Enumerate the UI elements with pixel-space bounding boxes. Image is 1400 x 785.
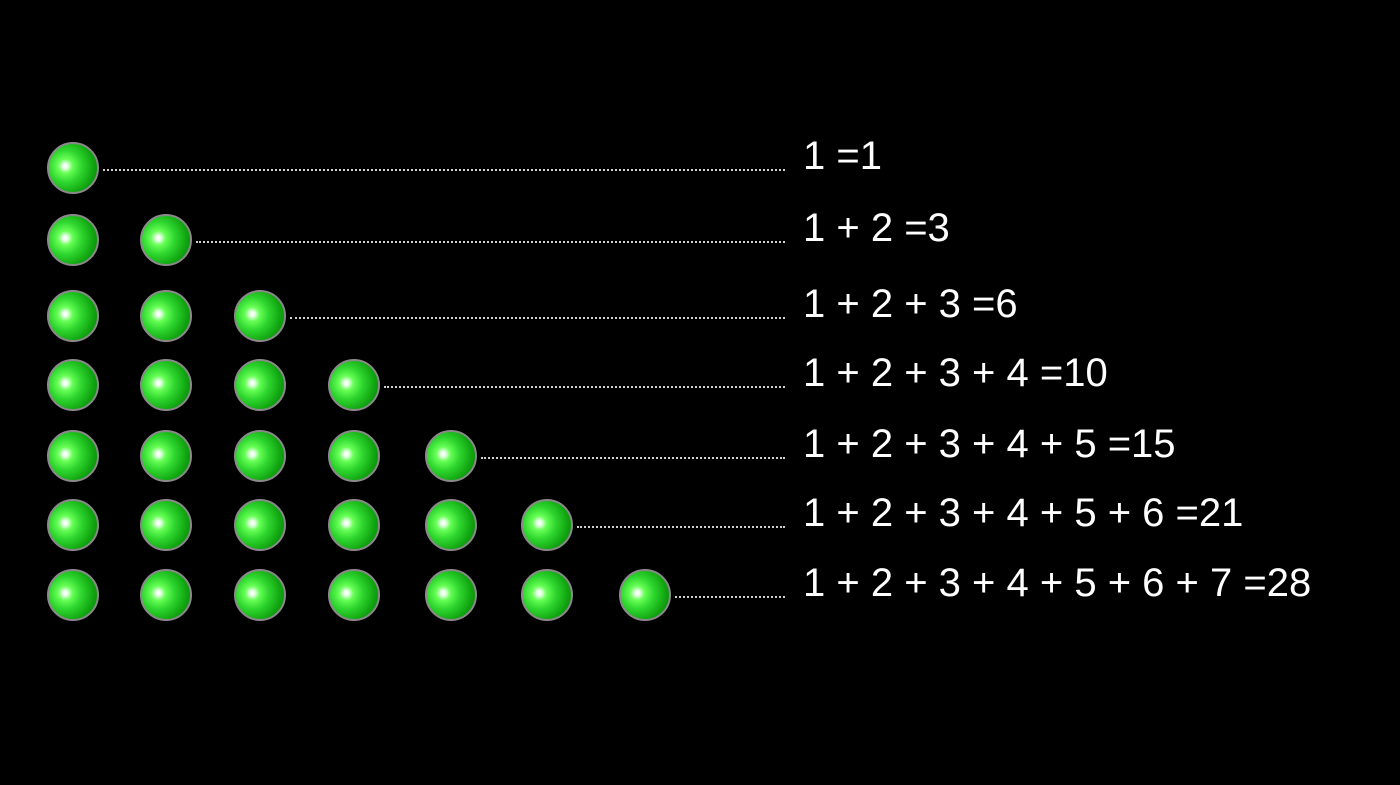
ball — [47, 142, 99, 194]
ball — [234, 569, 286, 621]
dotted-leader-line — [577, 526, 785, 528]
sum-equation: 1 + 2 + 3 + 4 + 5 =15 — [803, 422, 1176, 466]
sum-equation: 1 + 2 + 3 + 4 + 5 + 6 + 7 =28 — [803, 561, 1312, 605]
dotted-leader-line — [103, 169, 785, 171]
dotted-leader-line — [481, 457, 785, 459]
ball — [234, 499, 286, 551]
ball — [47, 214, 99, 266]
ball — [47, 569, 99, 621]
sum-equation: 1 =1 — [803, 134, 882, 178]
ball — [47, 359, 99, 411]
ball — [521, 499, 573, 551]
ball — [47, 290, 99, 342]
ball — [619, 569, 671, 621]
sum-equation: 1 + 2 =3 — [803, 206, 950, 250]
sum-equation: 1 + 2 + 3 + 4 =10 — [803, 351, 1108, 395]
ball — [140, 499, 192, 551]
ball — [328, 569, 380, 621]
ball — [234, 359, 286, 411]
ball — [234, 290, 286, 342]
ball — [425, 569, 477, 621]
ball — [521, 569, 573, 621]
ball — [47, 430, 99, 482]
ball — [425, 430, 477, 482]
ball — [140, 430, 192, 482]
dotted-leader-line — [384, 386, 785, 388]
ball — [140, 290, 192, 342]
dotted-leader-line — [290, 317, 785, 319]
ball — [140, 359, 192, 411]
sum-equation: 1 + 2 + 3 =6 — [803, 282, 1018, 326]
ball — [328, 430, 380, 482]
sum-equation: 1 + 2 + 3 + 4 + 5 + 6 =21 — [803, 491, 1244, 535]
dotted-leader-line — [196, 241, 785, 243]
ball — [328, 359, 380, 411]
ball — [425, 499, 477, 551]
ball — [234, 430, 286, 482]
ball — [47, 499, 99, 551]
ball — [140, 214, 192, 266]
ball — [140, 569, 192, 621]
ball — [328, 499, 380, 551]
dotted-leader-line — [675, 596, 785, 598]
